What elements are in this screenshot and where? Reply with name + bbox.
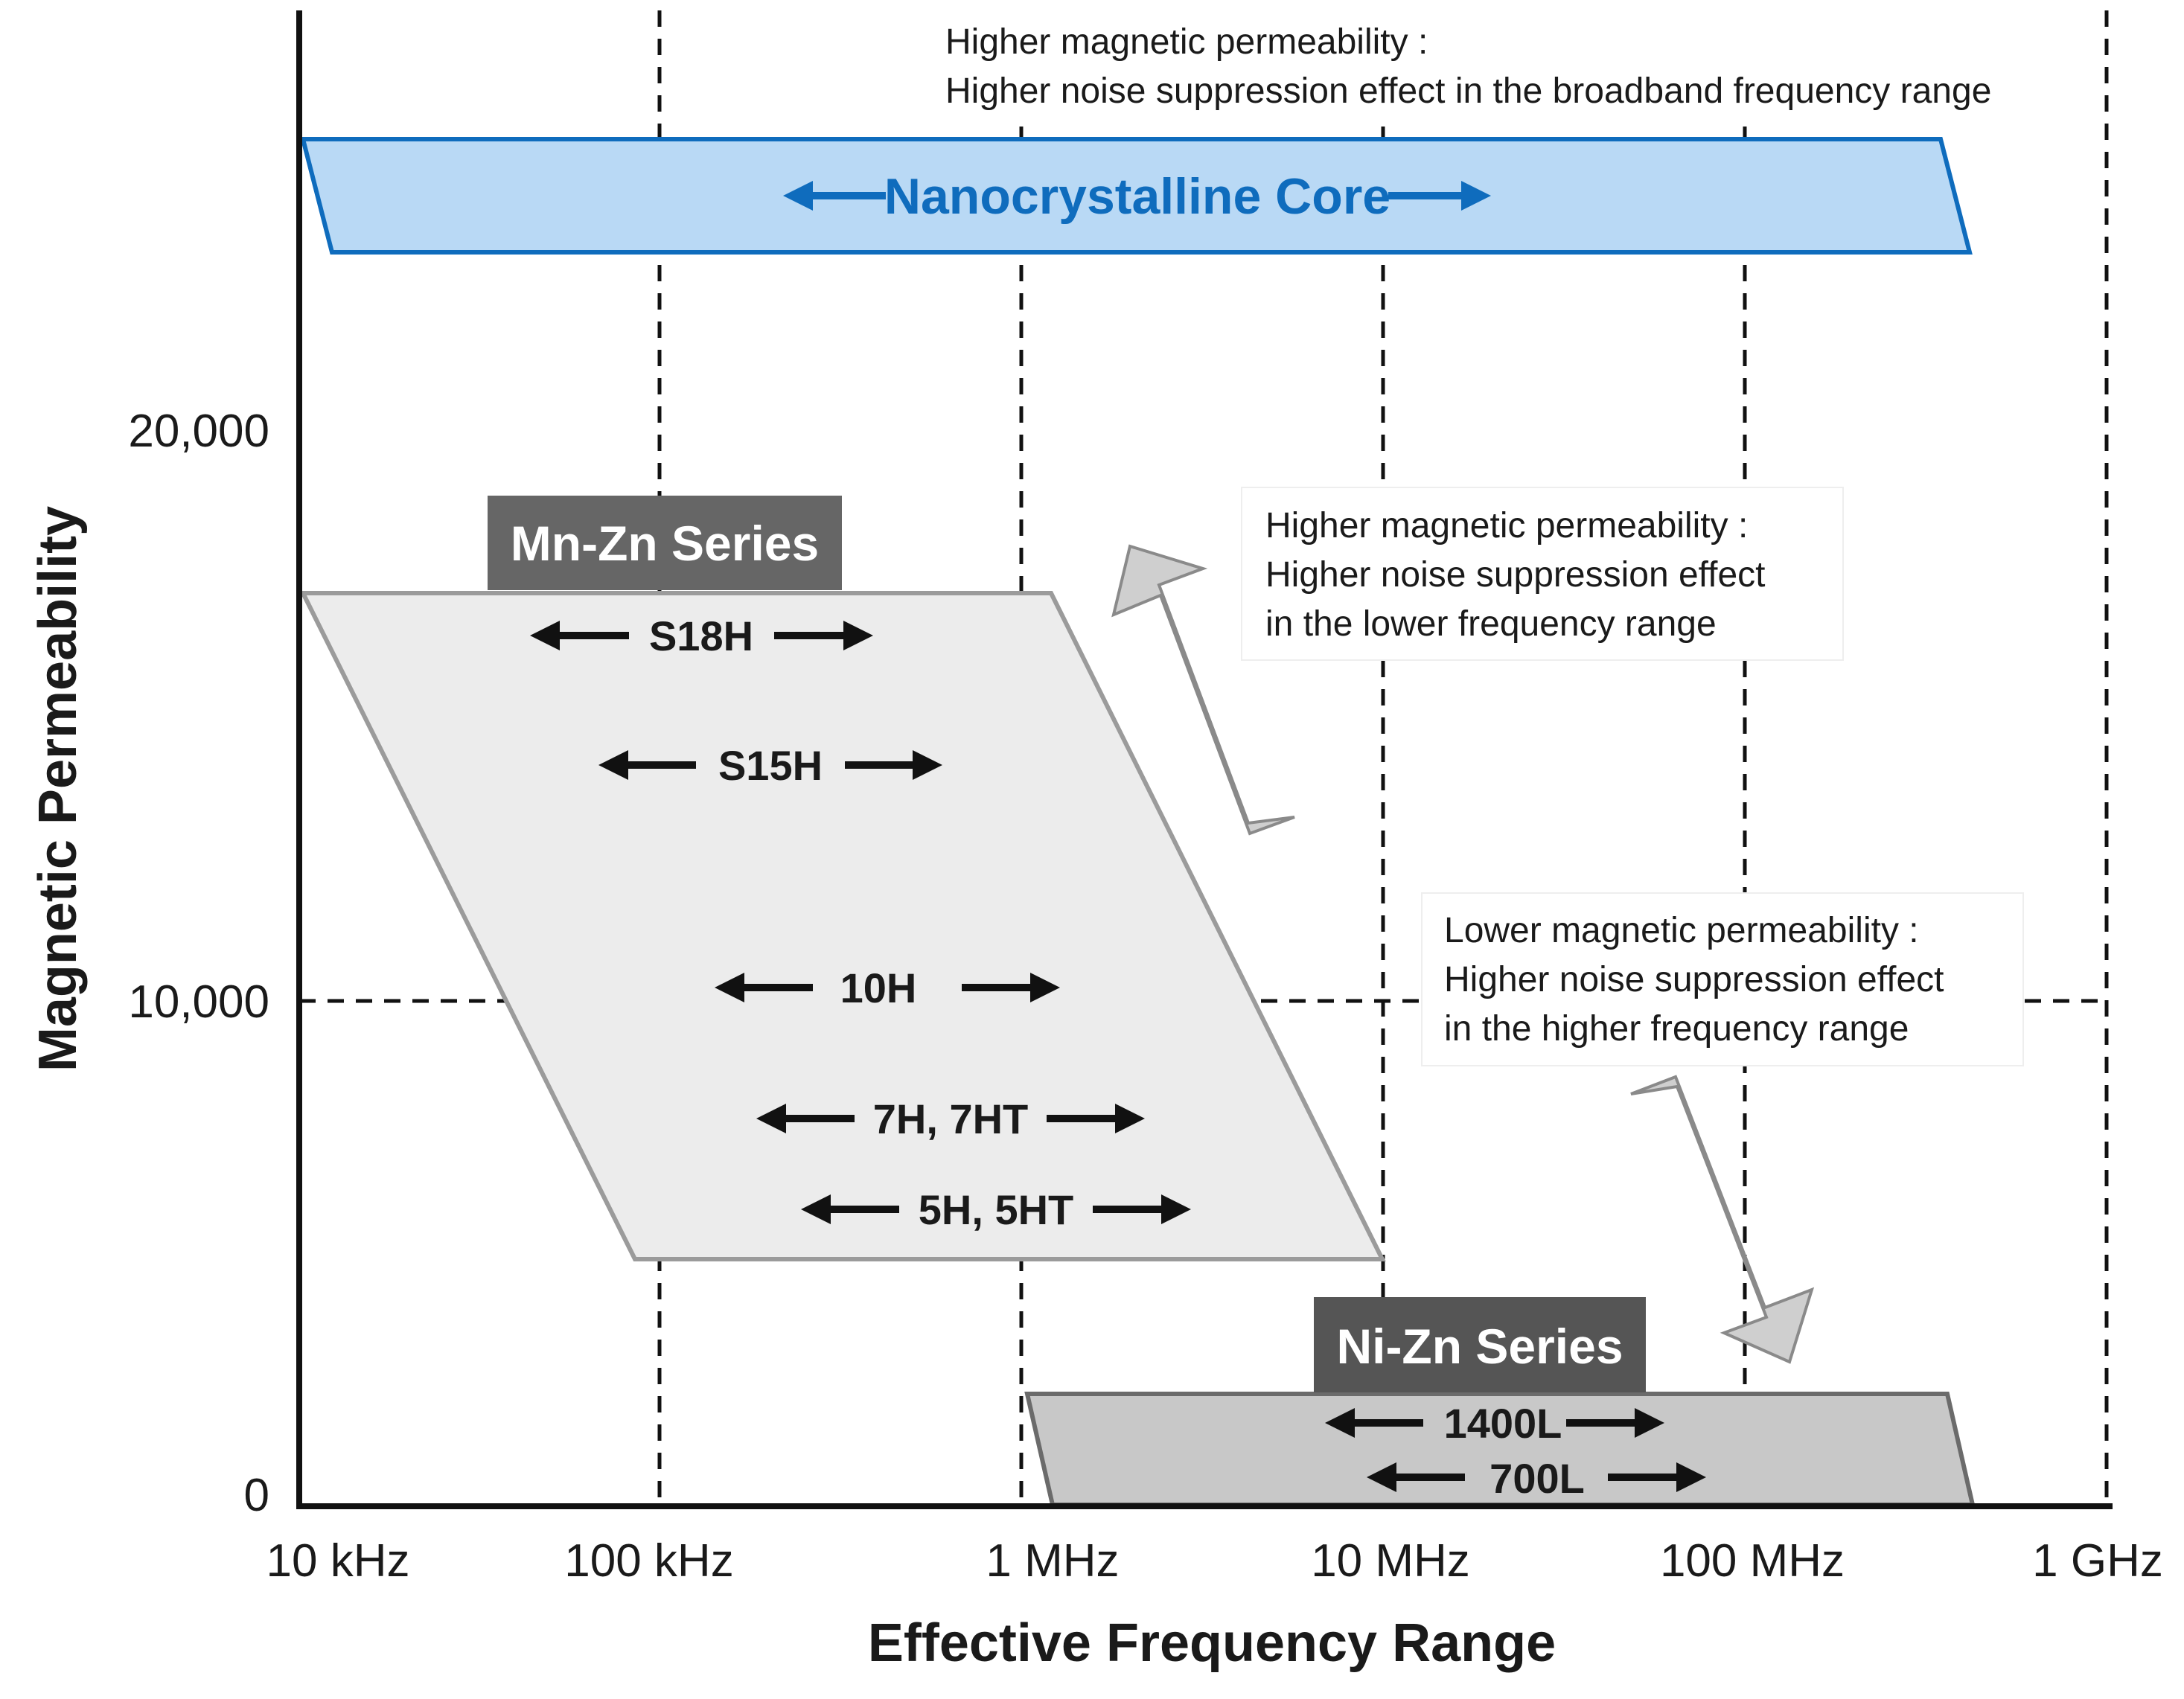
x-axis-title: Effective Frequency Range: [868, 1613, 1556, 1673]
downward-trend-arrow: [1630, 1075, 1815, 1364]
5h-label: 5H, 5HT: [919, 1186, 1074, 1233]
nanocrystalline-band: Nanocrystalline Core: [300, 137, 1973, 255]
annotation-3-line-2: Higher noise suppression effect: [1444, 960, 1944, 999]
1400l-label: 1400L: [1444, 1400, 1562, 1447]
annotation-2: Higher magnetic permeability : Higher no…: [1265, 506, 1766, 644]
nizn-header: [1314, 1297, 1646, 1392]
mnzn-shape: [299, 591, 1386, 1261]
annotation-2-box: [1241, 487, 1844, 661]
s15h-label: S15H: [718, 742, 823, 789]
annotation-2-line-3: in the lower frequency range: [1265, 604, 1717, 644]
annotation-2-line-2: Higher noise suppression effect: [1265, 555, 1766, 595]
x-tick-100khz: 100 kHz: [564, 1535, 733, 1587]
annotation-3-line-1: Lower magnetic permeability :: [1444, 911, 1919, 950]
y-tick-10000: 10,000: [128, 976, 269, 1028]
x-tick-1ghz: 1 GHz: [2032, 1535, 2163, 1587]
annotation-2-line-1: Higher magnetic permeability :: [1265, 506, 1748, 545]
annotation-1-box: [919, 7, 2069, 127]
mnzn-header: [488, 496, 842, 590]
annotation-1: Higher magnetic permeability : Higher no…: [945, 22, 1991, 111]
annotation-1-line-2: Higher noise suppression effect in the b…: [945, 71, 1991, 111]
mnzn-band: Mn-Zn Series: [299, 496, 1386, 1261]
mnzn-material-labels: S18H S15H 10H 7H, 7HT 5H, 5HT: [649, 612, 1073, 1233]
axes: [296, 10, 2113, 1509]
y-tick-labels: 0 10,000 20,000: [128, 406, 269, 1521]
annotation-3: Lower magnetic permeability : Higher noi…: [1444, 911, 1944, 1049]
x-tick-100mhz: 100 MHz: [1660, 1535, 1845, 1587]
annotation-3-line-3: in the higher frequency range: [1444, 1009, 1909, 1049]
nizn-material-labels: 1400L 700L: [1444, 1400, 1585, 1502]
upward-trend-arrow: [1111, 544, 1295, 836]
7h-label: 7H, 7HT: [873, 1095, 1029, 1142]
mnzn-materials: [530, 621, 1191, 1224]
y-axis-title: Magnetic Permeability: [28, 506, 88, 1072]
nanocrystalline-shape: [300, 137, 1973, 255]
nizn-materials: [1325, 1408, 1706, 1492]
x-tick-10khz: 10 kHz: [266, 1535, 410, 1587]
annotation-1-line-1: Higher magnetic permeability :: [945, 22, 1428, 62]
x-tick-labels: 10 kHz 100 kHz 1 MHz 10 MHz 100 MHz 1 GH…: [266, 1535, 2163, 1587]
nizn-header-label: Ni-Zn Series: [1336, 1319, 1623, 1374]
annotation-3-box: [1421, 892, 2024, 1066]
nizn-band: Ni-Zn Series: [1024, 1297, 1976, 1507]
x-tick-10mhz: 10 MHz: [1311, 1535, 1470, 1587]
nanocrystalline-label: Nanocrystalline Core: [884, 168, 1390, 225]
10h-label: 10H: [840, 964, 917, 1011]
y-tick-20000: 20,000: [128, 406, 269, 457]
x-tick-1mhz: 1 MHz: [986, 1535, 1119, 1587]
y-tick-0: 0: [244, 1470, 269, 1521]
s18h-label: S18H: [649, 612, 753, 659]
mnzn-header-label: Mn-Zn Series: [511, 516, 819, 571]
700l-label: 700L: [1489, 1455, 1585, 1502]
